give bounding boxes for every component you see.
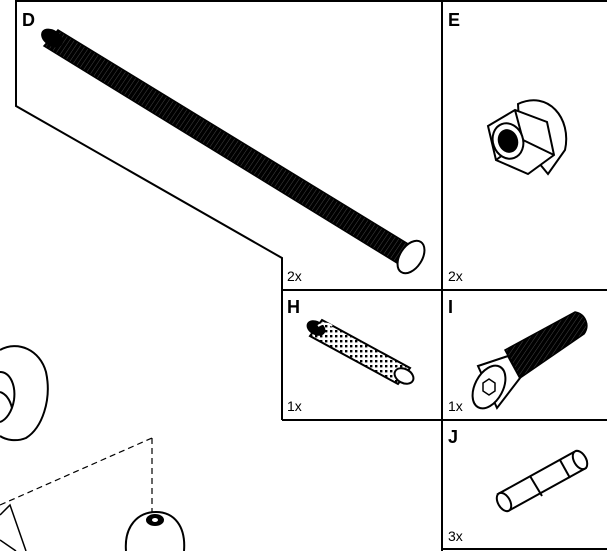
- qty-h: 1x: [287, 398, 302, 414]
- part-label-i: I: [448, 297, 453, 317]
- qty-e: 2x: [448, 268, 463, 284]
- part-label-e: E: [448, 10, 460, 30]
- part-label-h: H: [287, 297, 300, 317]
- part-label-j: J: [448, 427, 458, 447]
- qty-j: 3x: [448, 528, 463, 544]
- partial-frame: [0, 503, 27, 551]
- part-label-d: D: [22, 10, 35, 30]
- ball-knob-icon: [124, 510, 186, 551]
- countersunk-bolt-icon: [471, 311, 588, 410]
- handle-knob-icon: [0, 345, 49, 442]
- tube-connector-icon: [495, 449, 589, 513]
- panel-borders: [15, 0, 607, 551]
- acorn-nut-icon: [486, 99, 568, 176]
- mesh-sleeve-icon: [306, 318, 415, 386]
- threaded-rod-icon: [41, 28, 426, 275]
- qty-d: 2x: [287, 268, 302, 284]
- qty-i: 1x: [448, 398, 463, 414]
